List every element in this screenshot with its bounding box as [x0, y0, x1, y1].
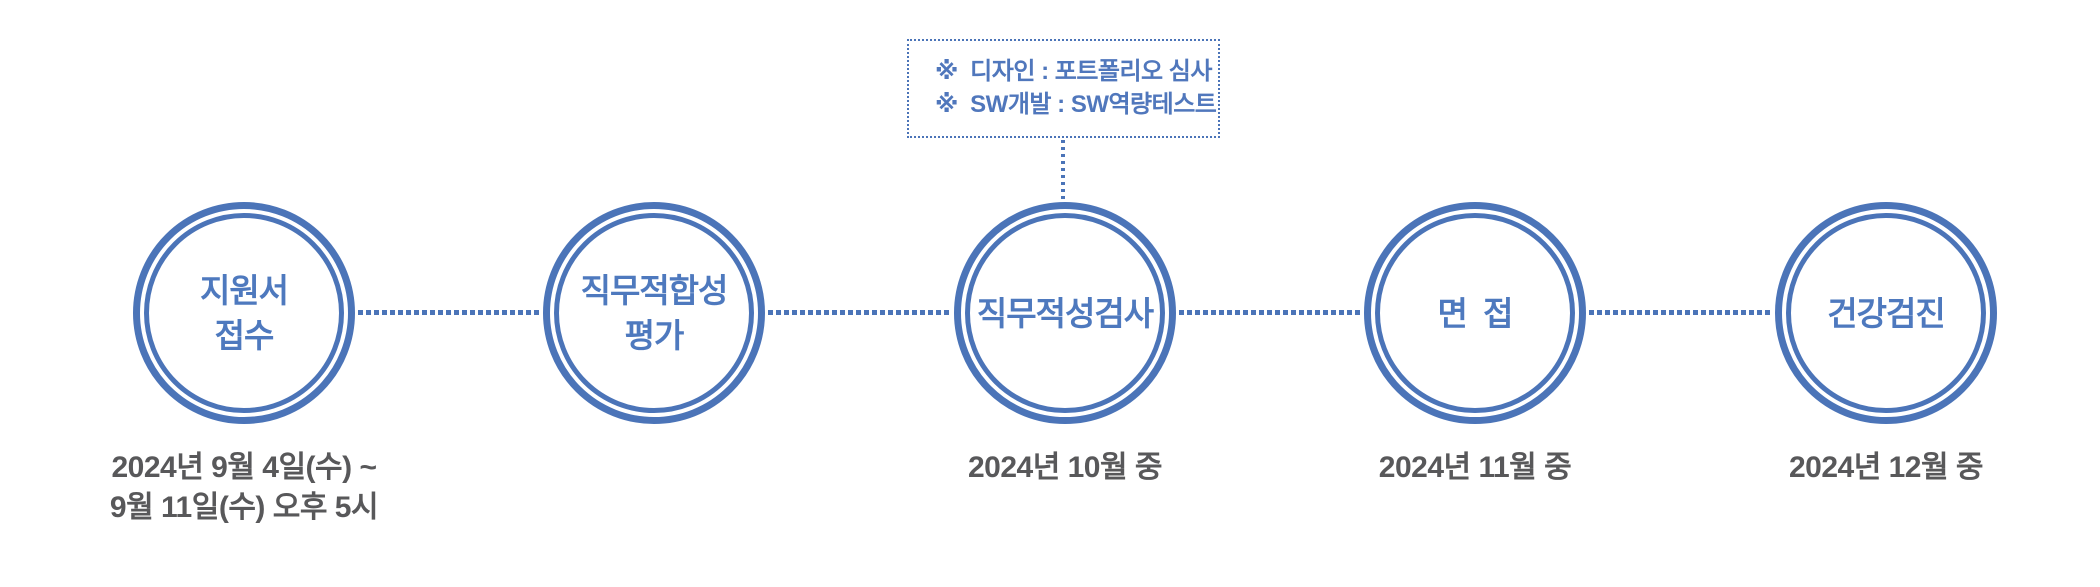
- date-line: 9월 11일(수) 오후 5시: [109, 491, 379, 524]
- step-circle-health-checkup: 건강검진: [1775, 202, 1997, 424]
- step-label-line: 건강검진: [1827, 294, 1945, 332]
- dotted-connector-2-3: [768, 310, 951, 315]
- inner-ring: 직무적성검사: [965, 213, 1165, 413]
- inner-ring: 직무적합성 평가: [554, 213, 754, 413]
- step-label-application-submission: 지원서 접수: [199, 268, 289, 358]
- dotted-connector-3-4: [1179, 310, 1361, 315]
- step-date-job-aptitude-test: 2024년 10월 중: [845, 448, 1285, 488]
- note-pointer-dotted-line: [1061, 140, 1065, 202]
- step-label-line: 직무적합성: [580, 272, 729, 309]
- step-circle-job-aptitude-test: 직무적성검사: [954, 202, 1176, 424]
- step-label-interview: 면 접: [1437, 291, 1513, 336]
- step-label-line: 지원서: [199, 272, 289, 309]
- step-label-line: 평가: [624, 317, 685, 354]
- inner-ring: 면 접: [1375, 213, 1575, 413]
- step-label-job-fit-evaluation: 직무적합성 평가: [580, 268, 729, 358]
- step-label-line: 면 접: [1437, 294, 1513, 332]
- note-line-sw: ※ SW개발 : SW역량테스트: [935, 91, 1217, 118]
- dotted-connector-4-5: [1589, 310, 1772, 315]
- step-date-interview: 2024년 11월 중: [1255, 448, 1695, 488]
- date-line: 2024년 10월 중: [967, 451, 1163, 484]
- step-date-application-submission: 2024년 9월 4일(수) ~ 9월 11일(수) 오후 5시: [24, 448, 464, 528]
- date-line: 2024년 12월 중: [1788, 451, 1984, 484]
- note-line-design: ※ 디자인 : 포트폴리오 심사: [935, 58, 1212, 85]
- step-circle-job-fit-evaluation: 직무적합성 평가: [543, 202, 765, 424]
- step-circle-application-submission: 지원서 접수: [133, 202, 355, 424]
- date-line: 2024년 11월 중: [1378, 451, 1572, 484]
- step-date-health-checkup: 2024년 12월 중: [1666, 448, 2100, 488]
- aptitude-test-note-box: ※ 디자인 : 포트폴리오 심사 ※ SW개발 : SW역량테스트: [907, 39, 1220, 138]
- step-label-health-checkup: 건강검진: [1827, 291, 1945, 336]
- step-circle-interview: 면 접: [1364, 202, 1586, 424]
- inner-ring: 지원서 접수: [144, 213, 344, 413]
- inner-ring: 건강검진: [1786, 213, 1986, 413]
- dotted-connector-1-2: [358, 310, 540, 315]
- step-label-line: 접수: [214, 317, 275, 354]
- step-label-line: 직무적성검사: [976, 294, 1154, 332]
- date-line: 2024년 9월 4일(수) ~: [111, 451, 377, 484]
- step-label-job-aptitude-test: 직무적성검사: [976, 291, 1154, 336]
